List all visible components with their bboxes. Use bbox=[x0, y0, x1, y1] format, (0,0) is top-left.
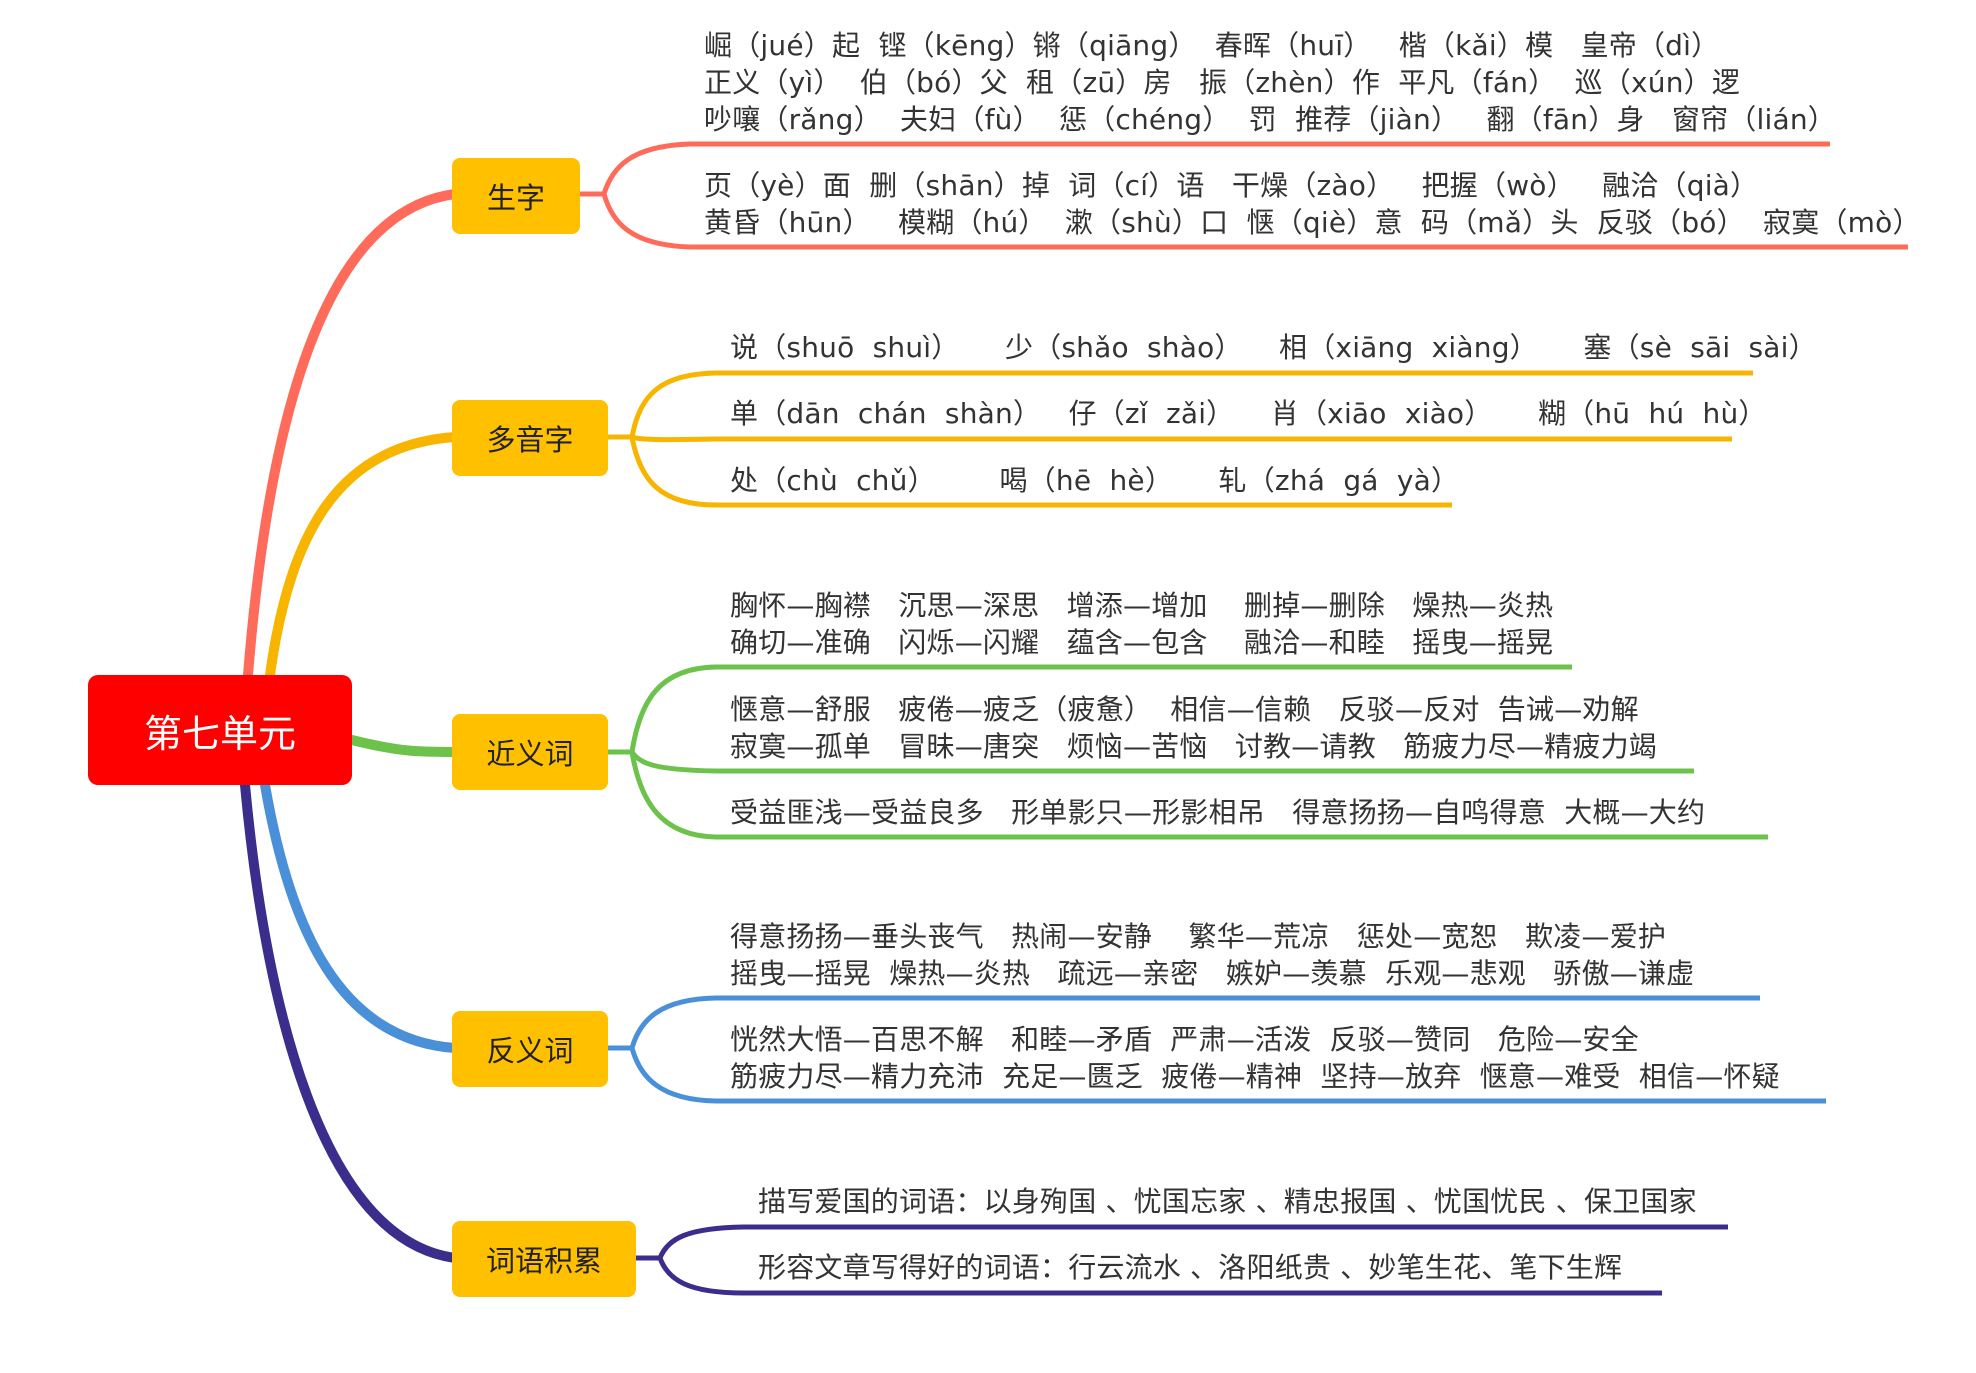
jinyici-line: 胸怀—胸襟 沉思—深思 增添—增加 删掉—删除 燥热—炎热 bbox=[730, 589, 1554, 622]
connector-root-duoyinzi bbox=[265, 432, 460, 680]
ciyu-line: 描写爱国的词语：以身殉国 、忧国忘家 、精忠报国 、忧国忧民 、保卫国家 bbox=[758, 1185, 1697, 1218]
jinyici-line: 惬意—舒服 疲倦—疲乏（疲惫） 相信—信赖 反驳—反对 告诫—劝解 bbox=[730, 693, 1639, 726]
jinyici-line: 寂寞—孤单 冒昧—唐突 烦恼—苦恼 讨教—请教 筋疲力尽—精疲力竭 bbox=[730, 730, 1658, 763]
shengzi-line: 崛（jué）起 铿（kēng）锵（qiāng） 春晖（huī） 楷（kǎi）模 … bbox=[704, 29, 1720, 62]
branch-ciyu[interactable]: 词语积累 bbox=[452, 1221, 636, 1297]
connector-ciyu-1 bbox=[636, 1224, 1728, 1261]
connector-root-jinyici bbox=[347, 735, 460, 757]
connector-shengzi-2 bbox=[601, 193, 1908, 250]
connector-jinyici-2 bbox=[629, 750, 1694, 774]
connector-duoyinzi-3 bbox=[629, 436, 1452, 508]
connector-fanyici-1 bbox=[608, 995, 1760, 1051]
fanyici-line: 得意扬扬—垂头丧气 热闹—安静 繁华—荒凉 惩处—宽恕 欺凌—爱护 bbox=[730, 920, 1667, 953]
jinyici-line: 受益匪浅—受益良多 形单影只—形影相吊 得意扬扬—自鸣得意 大概—大约 bbox=[730, 796, 1706, 829]
jinyici-line: 确切—准确 闪烁—闪耀 蕴含—包含 融洽—和睦 摇曳—摇晃 bbox=[730, 626, 1554, 659]
branch-jinyici[interactable]: 近义词 bbox=[452, 714, 608, 790]
connector-duoyinzi-2 bbox=[631, 434, 1732, 443]
branch-shengzi[interactable]: 生字 bbox=[452, 158, 580, 234]
shengzi-line: 正义（yì） 伯（bó）父 租（zū）房 振（zhèn）作 平凡（fán） 巡（… bbox=[704, 66, 1741, 99]
shengzi-line: 页（yè）面 删（shān）掉 词（cí）语 干燥（zào） 把握（wò） 融洽… bbox=[704, 169, 1759, 202]
fanyici-line: 筋疲力尽—精力充沛 充足—匮乏 疲倦—精神 坚持—放弃 惬意—难受 相信—怀疑 bbox=[730, 1060, 1780, 1093]
connector-jinyici-3 bbox=[629, 751, 1768, 840]
duoyinzi-line: 说（shuō shuì） 少（shǎo shào） 相（xiāng xiàng）… bbox=[730, 331, 1817, 364]
fanyici-line: 摇曳—摇晃 燥热—炎热 疏远—亲密 嫉妒—羡慕 乐观—悲观 骄傲—谦虚 bbox=[730, 957, 1695, 990]
connector-root-ciyu bbox=[240, 780, 460, 1263]
fanyici-line: 恍然大悟—百思不解 和睦—矛盾 严肃—活泼 反驳—赞同 危险—安全 bbox=[730, 1023, 1639, 1056]
connector-fanyici-2 bbox=[629, 1047, 1826, 1104]
connector-root-shengzi bbox=[243, 189, 460, 680]
connector-duoyinzi-1 bbox=[608, 370, 1753, 440]
duoyinzi-line: 单（dān chán shàn） 仔（zǐ zǎi） 肖（xiāo xiào） … bbox=[730, 397, 1767, 430]
root-node[interactable]: 第七单元 bbox=[88, 675, 352, 785]
connector-root-fanyici bbox=[260, 780, 460, 1053]
connector-ciyu-2 bbox=[657, 1257, 1662, 1296]
connector-shengzi-1 bbox=[580, 141, 1830, 197]
ciyu-line: 形容文章写得好的词语：行云流水 、洛阳纸贵 、妙笔生花、笔下生辉 bbox=[758, 1251, 1623, 1284]
shengzi-line: 吵嚷（rǎng） 夫妇（fù） 惩（chéng） 罚 推荐（jiàn） 翻（fā… bbox=[704, 103, 1836, 136]
shengzi-line: 黄昏（hūn） 模糊（hú） 漱（shù）口 惬（qiè）意 码（mǎ）头 反驳… bbox=[704, 206, 1921, 239]
connector-jinyici-1 bbox=[608, 664, 1572, 755]
branch-duoyinzi[interactable]: 多音字 bbox=[452, 400, 608, 476]
branch-fanyici[interactable]: 反义词 bbox=[452, 1011, 608, 1087]
duoyinzi-line: 处（chù chǔ） 喝（hē hè） 轧（zhá gá yà） bbox=[730, 464, 1460, 497]
